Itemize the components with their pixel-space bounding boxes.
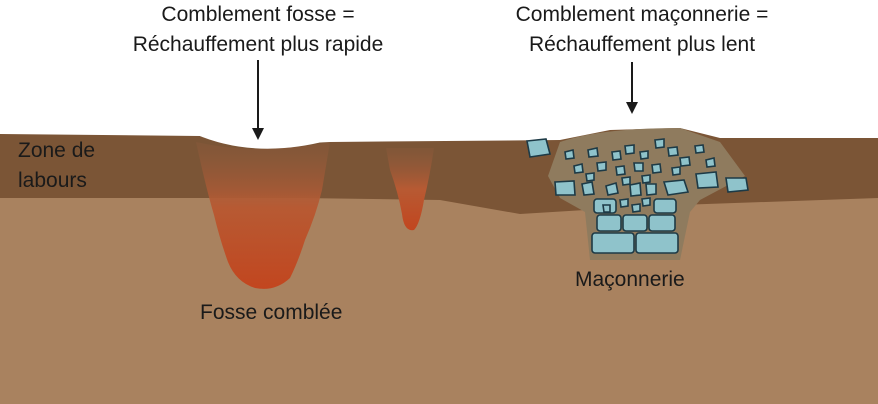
rubble-stone [573, 163, 584, 174]
masonry-block [648, 214, 676, 232]
pit-fill-caption-line1: Comblement fosse = [161, 3, 355, 26]
rubble-stone [581, 181, 595, 196]
filled-pit-label: Fosse comblée [200, 301, 343, 324]
masonry-block [622, 214, 648, 232]
rubble-stone [596, 161, 607, 172]
rubble-stone [585, 172, 595, 182]
masonry-label: Maçonnerie [575, 268, 685, 291]
rubble-stone [564, 149, 575, 160]
rubble-stone [611, 150, 622, 161]
rubble-stone [725, 177, 749, 193]
masonry-block [591, 232, 635, 254]
masonry-block [596, 214, 622, 232]
masonry-fill-caption-line1: Comblement maçonnerie = [515, 3, 769, 26]
masonry-fill-caption: Comblement maçonnerie = Réchauffement pl… [486, 0, 798, 60]
rubble-stone [621, 176, 631, 186]
filled-pit-small [386, 148, 434, 231]
rubble-stone [705, 157, 716, 168]
masonry-block [635, 232, 679, 254]
plough-zone-label-line2: labours [18, 169, 87, 192]
masonry-wall [591, 198, 679, 254]
rubble-stone [602, 204, 611, 213]
rubble-stones [526, 138, 749, 213]
rubble-stone [526, 138, 552, 158]
rubble-stone [615, 165, 626, 176]
masonry-fill-caption-line2: Réchauffement plus lent [528, 33, 756, 56]
rubble-stone [645, 183, 657, 196]
rubble-stone [624, 144, 635, 155]
masonry-block [653, 198, 677, 214]
rubble-stone [641, 174, 651, 184]
rubble-stone [631, 203, 641, 213]
rubble-stone [654, 138, 665, 149]
rubble-stone [554, 180, 576, 196]
rubble-stone [641, 197, 651, 207]
plough-zone-label-line1: Zone de [18, 139, 96, 162]
rubble-stone [667, 146, 679, 157]
arrow-pit [252, 60, 264, 140]
rubble-stone [695, 171, 719, 189]
rubble-stone [694, 144, 705, 154]
rubble-stone [662, 179, 690, 196]
pit-fill-caption-line2: Réchauffement plus rapide [132, 33, 384, 56]
pit-fill-caption: Comblement fosse = Réchauffement plus ra… [118, 0, 398, 60]
rubble-stone [605, 181, 619, 196]
filled-pit [196, 142, 330, 289]
pit-surface-dip [195, 132, 330, 149]
arrow-masonry [626, 62, 638, 114]
plough-zone-label: Zone de labours [18, 136, 95, 196]
rubble-stone [651, 163, 662, 174]
rubble-stone [629, 182, 642, 197]
rubble-stone [671, 166, 681, 176]
rubble-stone [633, 162, 644, 172]
rubble-stone [587, 147, 599, 158]
rubble-stone [639, 150, 649, 160]
rubble-stone [679, 156, 691, 167]
rubble-stone [619, 198, 629, 208]
